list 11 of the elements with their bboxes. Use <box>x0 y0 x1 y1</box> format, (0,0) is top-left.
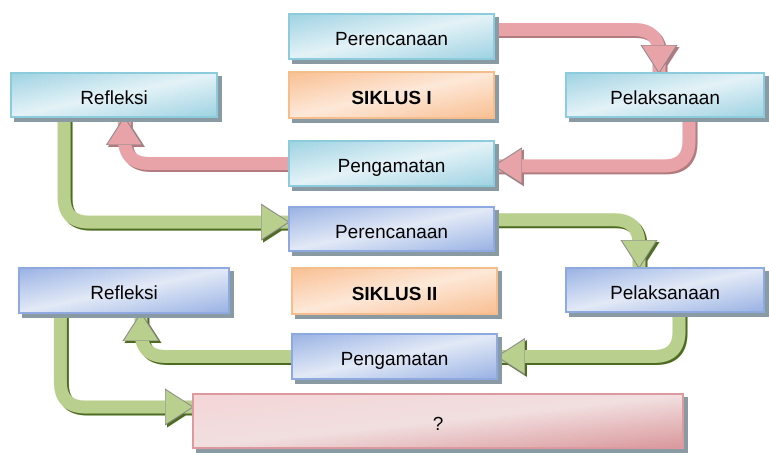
box-label: Refleksi <box>90 282 158 306</box>
box-label: Perencanaan <box>334 28 448 52</box>
box-label: ? <box>432 412 444 437</box>
box-label: SIKLUS II <box>352 282 438 307</box>
box-label: Pengamatan <box>340 348 448 372</box>
box-label: Pengamatan <box>338 155 446 180</box>
box-label: Pelaksanaan <box>610 86 720 111</box>
box-label: SIKLUS I <box>351 86 432 111</box>
box-label: Pelaksanaan <box>610 282 720 306</box>
box-label: Perencanaan <box>334 220 448 245</box>
box-label: Refleksi <box>80 86 148 111</box>
